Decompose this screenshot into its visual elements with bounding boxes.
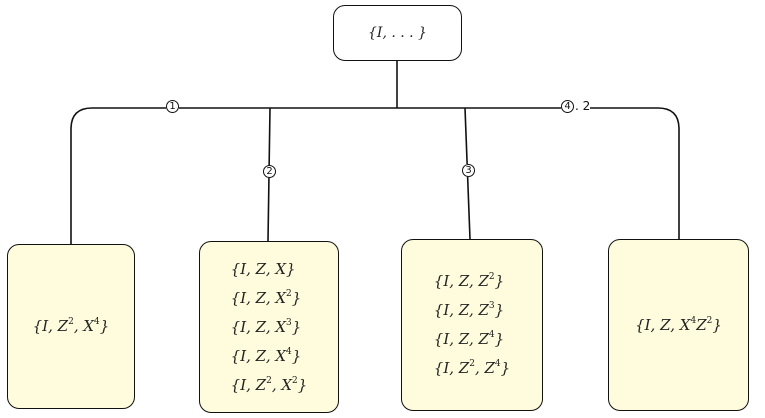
edge-1 xyxy=(70,107,93,244)
edge-label-1: 1 xyxy=(166,100,179,113)
leaf-set-list: {I, Z, Z2} {I, Z, Z3} {I, Z, Z4} {I, Z2, Z4… xyxy=(434,267,510,383)
set-expression: {I, Z, X4Z2} xyxy=(635,315,722,334)
edge-number: 2 xyxy=(263,165,276,178)
exponent: 2 xyxy=(292,375,298,386)
exponent: 4 xyxy=(690,315,697,326)
set-expression: {I, Z2, X4} xyxy=(32,317,110,335)
edge-label-3: 3 xyxy=(462,164,475,177)
leaf-node-2[interactable]: {I, Z, X} {I, Z, X2} {I, Z, X3} {I, Z, X4} {… xyxy=(199,241,339,413)
set-expression: {I, Z, X4} xyxy=(230,346,302,365)
exponent: 4 xyxy=(488,330,495,340)
exponent: 2 xyxy=(286,288,292,299)
exponent: 2 xyxy=(469,359,475,369)
set-expression: {I, Z, Z3} xyxy=(433,301,505,319)
exponent: 2 xyxy=(706,315,713,326)
root-set: {I, . . . } xyxy=(368,24,427,41)
set-expression: {I, Z, X2} xyxy=(230,288,302,307)
edge-label-4: 4 . 2 xyxy=(561,99,591,113)
leaf-set-list: {I, Z, X} {I, Z, X2} {I, Z, X3} {I, Z, X4} {… xyxy=(231,255,308,400)
leaf-node-1[interactable]: {I, Z2, X4} xyxy=(7,244,135,409)
exponent: 4 xyxy=(94,317,100,327)
edge-label-2: 2 xyxy=(263,165,276,178)
set-expression: {I, Z, X} xyxy=(230,259,296,278)
exponent: 2 xyxy=(488,272,495,282)
exponent: 3 xyxy=(488,301,495,311)
edge-suffix: . 2 xyxy=(575,99,591,113)
edge-number: 3 xyxy=(462,164,475,177)
leaf-node-3[interactable]: {I, Z, Z2} {I, Z, Z3} {I, Z, Z4} {I, Z2, Z4… xyxy=(401,239,543,411)
set-expression: {I, Z, X3} xyxy=(230,317,302,336)
exponent: 4 xyxy=(494,359,501,369)
exponent: 2 xyxy=(266,375,272,386)
exponent: 4 xyxy=(286,346,292,357)
edge-4 xyxy=(657,107,680,239)
leaf-node-4[interactable]: {I, Z, X4Z2} xyxy=(608,239,749,411)
set-expression: {I, Z, Z4} xyxy=(433,330,505,348)
edge-number: 4 xyxy=(561,100,574,113)
edge-number: 1 xyxy=(166,100,179,113)
set-expression: {I, Z2, Z4} xyxy=(433,359,511,377)
exponent: 3 xyxy=(286,317,292,328)
leaf-set-list: {I, Z2, X4} xyxy=(33,312,110,341)
exponent: 2 xyxy=(68,317,74,327)
set-expression: {I, Z2, X2} xyxy=(230,375,308,394)
root-node[interactable]: {I, . . . } xyxy=(333,5,462,61)
leaf-set-list: {I, Z, X4Z2} xyxy=(635,311,722,340)
set-expression: {I, Z, Z2} xyxy=(433,272,505,290)
